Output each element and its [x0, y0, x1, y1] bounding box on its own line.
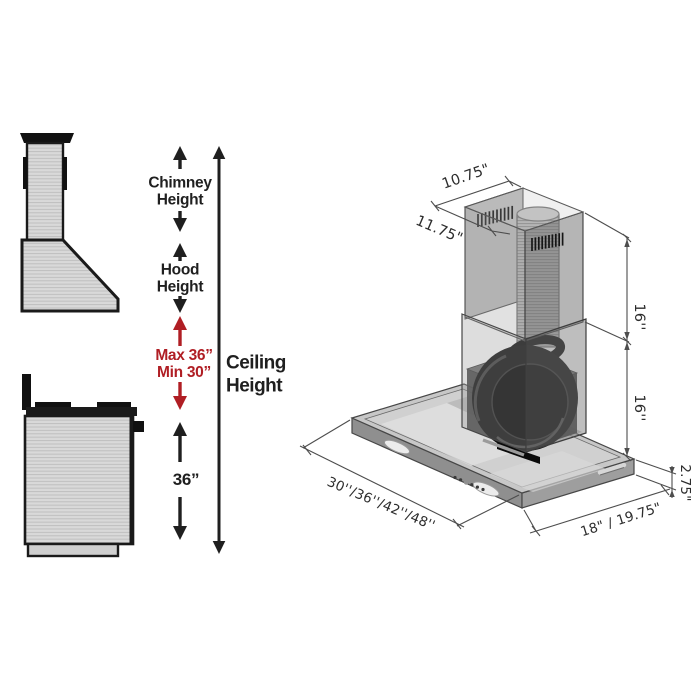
- dimension-lines: [299, 175, 677, 537]
- hood-base-height-label: 2.75": [677, 464, 693, 502]
- lower-vent-louvers: [531, 232, 564, 251]
- hood-to-range-clearance-label: 36”: [172, 470, 200, 489]
- ceiling-height-line: [212, 146, 226, 554]
- upper-chimney-height-label: 16'': [631, 303, 647, 331]
- max-height-label: Max 36”: [155, 347, 213, 364]
- chimney-height-label: Chimney Height: [148, 174, 212, 208]
- handle-bar: [597, 462, 627, 475]
- ceiling-height-label: Ceiling Height: [226, 352, 286, 397]
- lower-chimney-height-label: 16'': [631, 394, 647, 422]
- hood-height-label: Hood Height: [156, 261, 204, 295]
- height-annotation-arrows: [173, 146, 187, 540]
- isometric-hood-drawing: [299, 175, 677, 537]
- upper-vent-louvers: [477, 205, 514, 227]
- min-height-label: Min 30”: [157, 364, 211, 381]
- range-side-view: [22, 374, 144, 558]
- chimney-duct: [461, 187, 587, 453]
- max-min-range-arrows: [173, 316, 187, 410]
- wall-hood-side-view: [20, 133, 120, 313]
- control-buttons: [453, 475, 485, 492]
